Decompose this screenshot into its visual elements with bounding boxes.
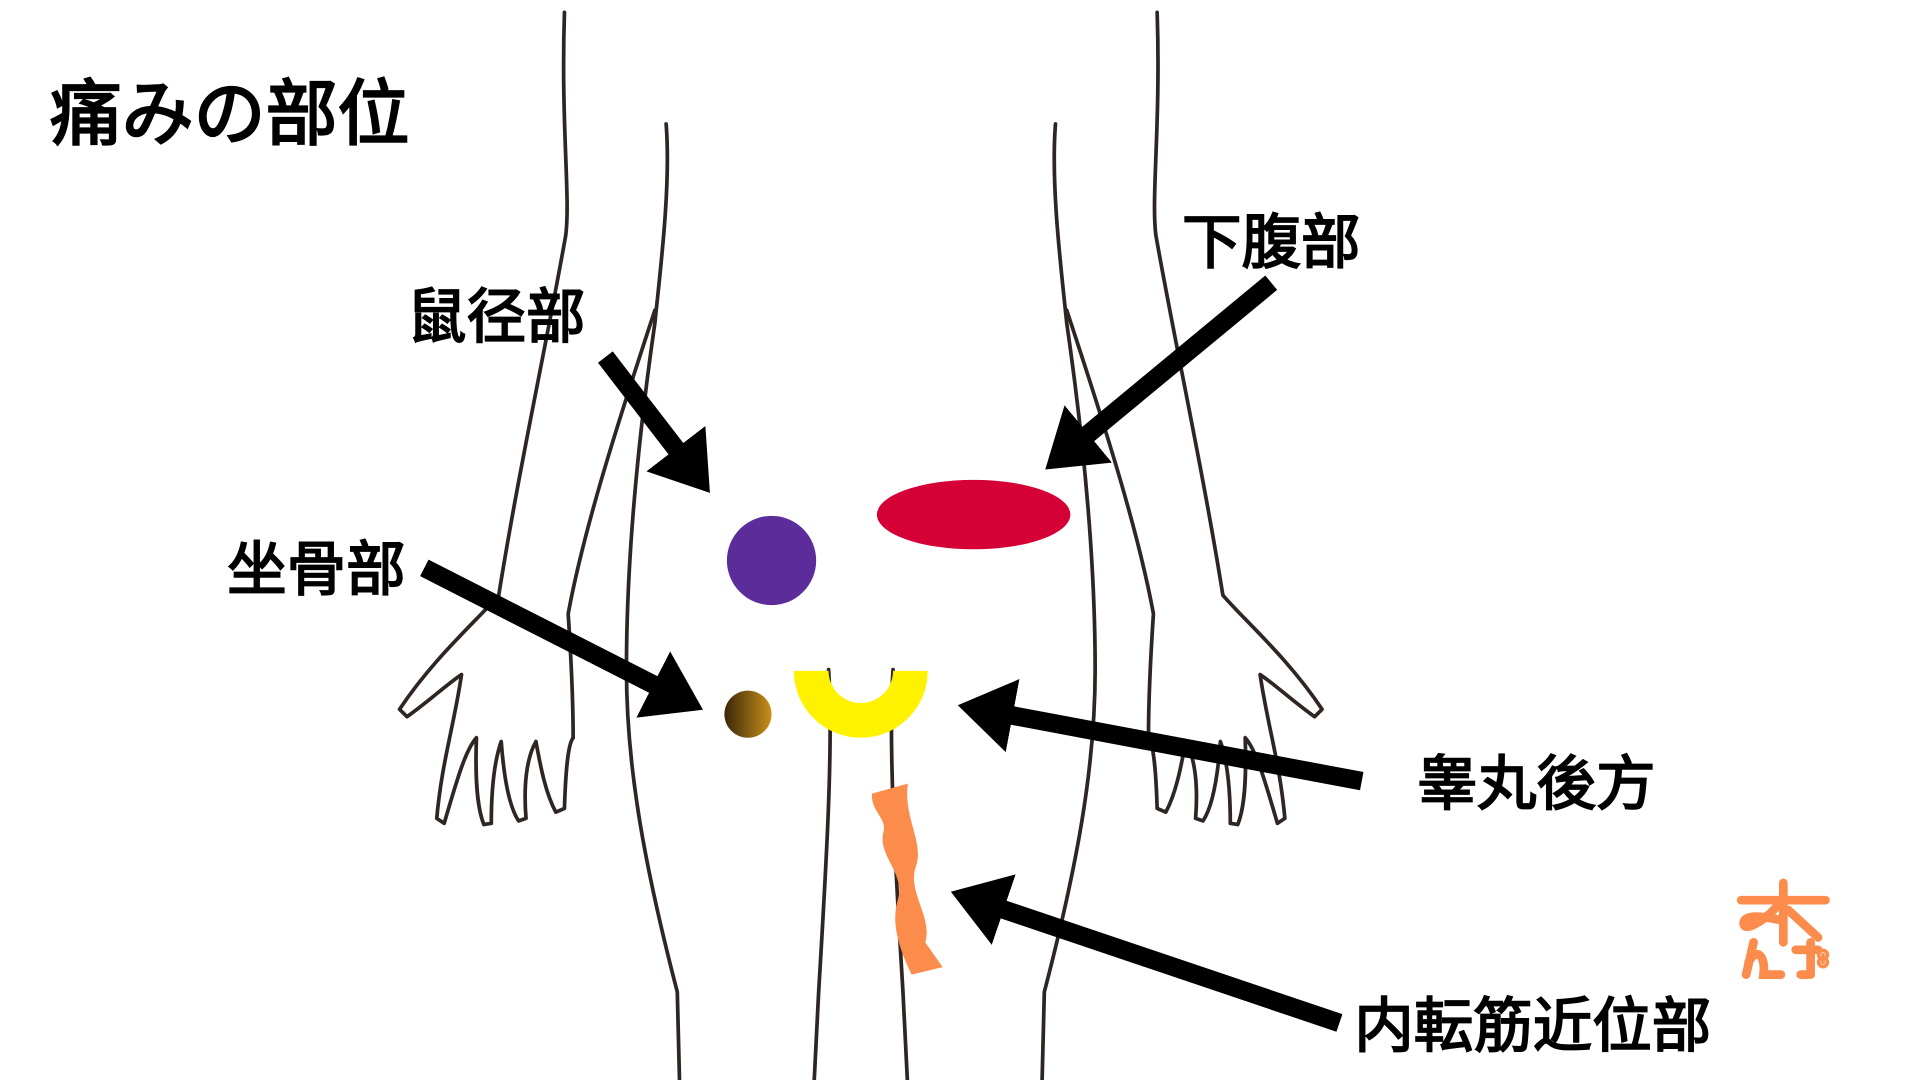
body-right-side	[889, 10, 1324, 1080]
behind-testicle-arrow	[957, 679, 1364, 791]
label-ischium: 坐骨部	[227, 536, 406, 605]
ischium-region-marker	[724, 690, 772, 738]
groin-arrow	[598, 351, 710, 493]
adductor-arrow	[950, 874, 1343, 1032]
left-leg-outer	[624, 122, 682, 1080]
label-adductor-proximal: 内転筋近位部	[1354, 993, 1711, 1062]
left-arm-outer	[397, 10, 575, 827]
page-title: 痛みの部位	[50, 72, 410, 156]
lower-abdomen-arrow	[1045, 275, 1278, 470]
groin-region-marker	[726, 515, 817, 606]
label-groin: 鼠径部	[407, 283, 586, 352]
label-behind-testicle: 睾丸後方	[1418, 751, 1656, 820]
adductor-region-marker	[871, 783, 943, 975]
label-lower-abdomen: 下腹部	[1182, 209, 1361, 278]
left-leg-inner	[812, 667, 833, 1080]
left-arm-inner	[566, 308, 657, 740]
body-outline	[397, 10, 1324, 1080]
anzu-logo	[1736, 878, 1830, 979]
behind-testicle-region-marker	[793, 670, 928, 738]
ischium-arrow	[420, 559, 703, 718]
lower-abdomen-region-marker	[876, 479, 1071, 550]
